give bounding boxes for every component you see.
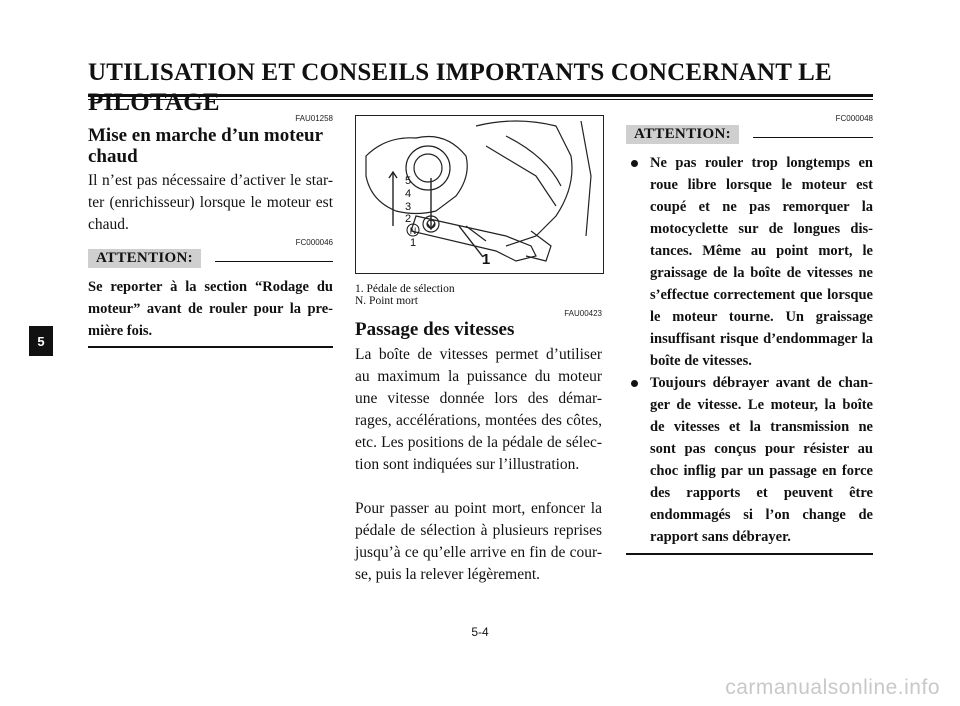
watermark: carmanualsonline.info xyxy=(725,676,940,699)
page-header-title: UTILISATION ET CONSEILS IMPORTANTS CONCE… xyxy=(88,59,832,116)
list-item: Toujours débrayer avant de chan-ger de v… xyxy=(626,372,873,548)
body-paragraph: La boîte de vitesses permet d’utiliser a… xyxy=(355,346,602,473)
callout-number: 1 xyxy=(482,251,490,268)
heading-line: chaud xyxy=(88,146,138,167)
right-column: FC000048 ATTENTION: Ne pas rouler trop l… xyxy=(626,114,873,555)
section-heading: Passage des vitesses xyxy=(355,319,515,340)
attention-code: FC000046 xyxy=(295,238,333,247)
neutral-circle xyxy=(406,223,420,237)
attention-text: Se reporter à la section “Rodage du mote… xyxy=(88,279,333,339)
list-item: Ne pas rouler trop longtemps en roue lib… xyxy=(626,152,873,372)
section-heading: Mise en marche d’un moteur chaud xyxy=(88,125,333,167)
middle-column: 1. Pédale de sélection N. Point mort FAU… xyxy=(355,283,602,586)
attention-end-rule xyxy=(88,346,333,348)
attention-code: FC000048 xyxy=(835,114,873,123)
left-column: FAU01258 Mise en marche d’un moteur chau… xyxy=(88,114,333,348)
attention-header: ATTENTION: xyxy=(626,125,873,144)
gear-label: 3 xyxy=(405,201,411,213)
attention-line xyxy=(214,261,333,262)
chapter-tab: 5 xyxy=(29,326,53,356)
attention-header: ATTENTION: xyxy=(88,249,333,268)
heading-line: Mise en marche d’un moteur xyxy=(88,125,324,146)
body-paragraph: Il n’est pas nécessaire d’activer le sta… xyxy=(88,172,333,233)
gear-pedal-drawing: 5 4 3 2 N 1 1 xyxy=(365,120,592,268)
section-code: FAU00423 xyxy=(564,309,602,318)
gear-shift-illustration: 5 4 3 2 N 1 1 xyxy=(355,115,604,274)
header-rule-thin xyxy=(88,99,873,100)
attention-end-rule xyxy=(626,553,873,555)
attention-bullet-list: Ne pas rouler trop longtemps en roue lib… xyxy=(626,152,873,548)
section-code: FAU01258 xyxy=(295,114,333,123)
gear-label: 1 xyxy=(410,237,416,249)
gear-label: N xyxy=(410,226,417,236)
attention-line xyxy=(752,137,873,138)
header-rule-thick xyxy=(88,94,873,97)
gear-label: 2 xyxy=(405,213,411,225)
page-number: 5-4 xyxy=(471,625,489,639)
attention-label: ATTENTION: xyxy=(626,125,739,144)
gear-label: 5 xyxy=(405,175,411,187)
figure-caption: N. Point mort xyxy=(355,295,418,307)
gear-label: 4 xyxy=(405,188,411,200)
attention-label: ATTENTION: xyxy=(88,249,201,268)
body-paragraph: Pour passer au point mort, enfoncer la p… xyxy=(355,500,602,583)
figure-caption: 1. Pédale de sélection xyxy=(355,283,455,295)
